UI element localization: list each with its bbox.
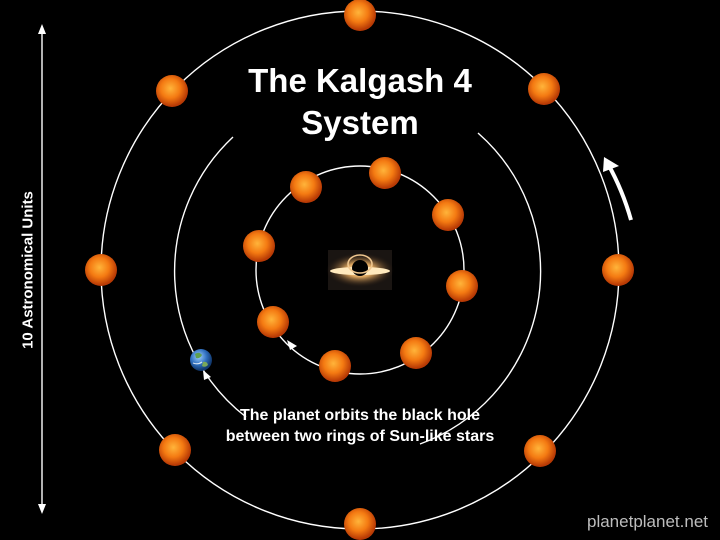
star-icon [344, 508, 376, 540]
planet-earth-icon [190, 349, 212, 371]
planet-orbit [173, 136, 247, 418]
star-icon [369, 157, 401, 189]
direction-arrow-icon [603, 157, 633, 221]
star-icon [290, 171, 322, 203]
inner-star-ring [243, 157, 478, 382]
star-icon [524, 435, 556, 467]
star-icon [432, 199, 464, 231]
star-icon [319, 350, 351, 382]
star-icon [446, 270, 478, 302]
star-icon [159, 434, 191, 466]
star-icon [85, 254, 117, 286]
credit-watermark: planetplanet.net [587, 512, 708, 531]
star-icon [528, 73, 560, 105]
star-icon [156, 75, 188, 107]
inner-orbit-arrow-icon [287, 340, 297, 350]
star-icon [344, 0, 376, 31]
title-line-1: The Kalgash 4 [248, 62, 472, 99]
planet-orbit-right [419, 132, 542, 445]
scale-label: 10 Astronomical Units [19, 191, 37, 349]
outer-star-ring [85, 0, 634, 540]
title-line-2: System [301, 104, 419, 141]
star-icon [602, 254, 634, 286]
diagram-title: The Kalgash 4 System [200, 60, 520, 144]
planet-orbit-arrow-icon [203, 370, 211, 380]
caption-line-1: The planet orbits the black hole [239, 407, 481, 424]
star-icon [400, 337, 432, 369]
caption-line-2: between two rings of Sun-like stars [225, 428, 495, 445]
black-hole-icon [326, 250, 394, 290]
inner-star-ring-orbit [255, 165, 465, 375]
star-icon [243, 230, 275, 262]
star-icon [257, 306, 289, 338]
diagram-caption: The planet orbits the black hole between… [195, 405, 525, 447]
scale-arrow-icon [38, 24, 46, 514]
